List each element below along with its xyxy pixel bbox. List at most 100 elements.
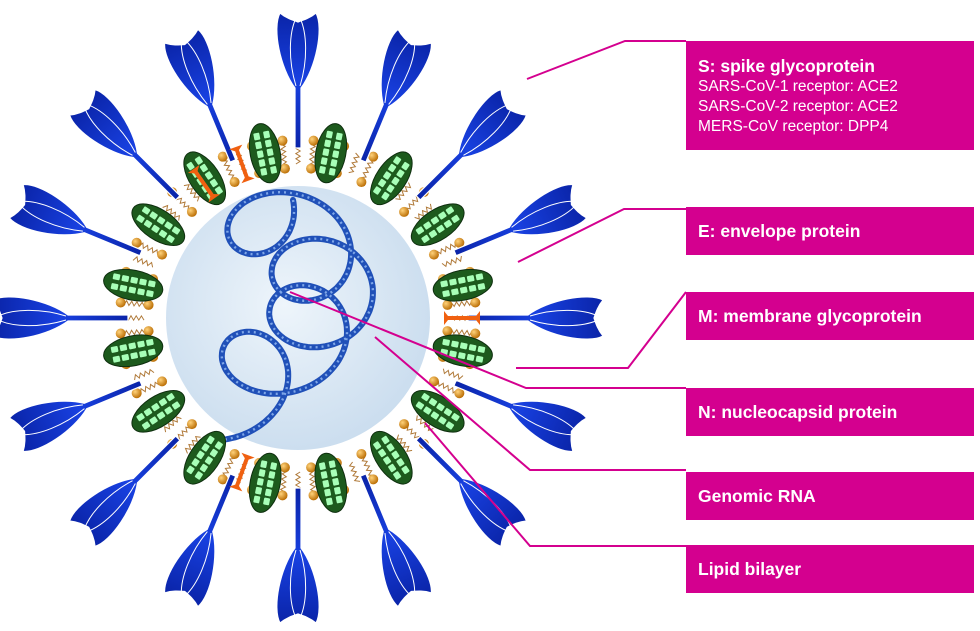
membrane-protein-dot [381, 435, 390, 445]
spike-edge [19, 404, 83, 432]
membrane-glycoprotein [314, 123, 348, 184]
spike-edge [299, 17, 307, 87]
membrane-protein-dot [260, 167, 268, 176]
membrane-glycoprotein [248, 452, 282, 513]
membrane-protein-dot [440, 280, 449, 288]
membrane-protein-dot [121, 354, 130, 361]
spike-edge [388, 531, 416, 595]
membrane-protein-dot [264, 139, 272, 148]
membrane-protein-dot [141, 206, 151, 215]
membrane-protein-dot [143, 219, 153, 228]
lipid-head [186, 206, 197, 217]
membrane-protein-dot [449, 278, 457, 286]
membrane-protein-dot [388, 163, 397, 173]
membrane-glycoprotein [432, 268, 493, 302]
spike-edge [384, 533, 412, 597]
lipid-head [442, 326, 453, 337]
membrane-protein-dot [263, 130, 271, 139]
membrane-protein-dot [191, 458, 200, 467]
membrane-protein-dot [136, 214, 145, 223]
label-membrane-glycoprotein: M: membrane glycoprotein [686, 292, 974, 340]
membrane-protein-dot [451, 214, 460, 223]
membrane-protein-dot [451, 288, 459, 296]
spike-edge [529, 309, 599, 317]
membrane-protein-dot [451, 340, 459, 348]
lipid-head [454, 237, 465, 248]
spike-edge [289, 549, 297, 619]
membrane-protein-dot [438, 416, 447, 425]
membrane-protein-dot [415, 226, 425, 235]
lipid-head [217, 474, 228, 485]
spike-edge [21, 408, 85, 436]
membrane-protein-body [131, 203, 186, 247]
envelope-protein [444, 311, 480, 325]
lipid-head [277, 135, 288, 146]
surface-proteins [0, 12, 604, 624]
label-genomic-rna: Genomic RNA [686, 472, 974, 520]
spike-edge [463, 107, 513, 156]
lipid-tail [441, 255, 462, 268]
membrane-protein-dot [396, 458, 405, 467]
spike-glycoprotein [0, 296, 129, 340]
spike-glycoprotein [359, 28, 432, 163]
lipid-head [368, 151, 379, 162]
lipid-head [143, 299, 154, 310]
membrane-protein-dot [328, 460, 336, 469]
lipid-tail [451, 328, 473, 337]
label-receptor-line: SARS-CoV-2 receptor: ACE2 [698, 97, 898, 115]
spike-edge [87, 103, 136, 153]
spike-edge [19, 204, 83, 232]
membrane-protein-dot [137, 288, 145, 296]
membrane-protein-dot [151, 224, 160, 233]
membrane-protein-dot [445, 421, 455, 430]
membrane-protein-dot [270, 462, 278, 470]
spike-glycoprotein [359, 473, 432, 608]
membrane-protein-dot [256, 150, 264, 159]
lipid-head [454, 388, 465, 399]
lipid-head [428, 376, 439, 387]
membrane-protein-dot [137, 340, 145, 348]
spike-edge [513, 404, 577, 432]
membrane-protein-dot [201, 443, 210, 452]
lipid-head [229, 448, 240, 459]
spike-edge [0, 309, 67, 317]
membrane-protein-dot [373, 441, 382, 450]
lipid-head [131, 388, 142, 399]
lipid-head [399, 419, 410, 430]
membrane-protein-dot [112, 273, 121, 281]
membrane-protein-dot [436, 403, 445, 412]
membrane-protein-dot [209, 448, 218, 458]
membrane-protein-dot [330, 469, 338, 477]
membrane-protein-dot [324, 139, 332, 148]
spike-glycoprotein [68, 435, 181, 548]
membrane-protein-dot [457, 276, 466, 284]
lipid-tail [132, 255, 154, 268]
leader-line [424, 422, 686, 547]
membrane-protein-dot [156, 216, 166, 225]
spike-glycoprotein [164, 473, 237, 608]
envelope-protein-shape [229, 452, 255, 492]
leader-line [526, 40, 686, 80]
membrane-protein-dot [130, 276, 139, 284]
membrane-glycoprotein [131, 203, 186, 247]
label-receptor-line: MERS-CoV receptor: DPP4 [698, 117, 889, 135]
spike-edge [388, 41, 416, 105]
membrane-protein-dot [206, 435, 215, 445]
spike-edge [289, 17, 297, 87]
membrane-protein-dot [373, 186, 382, 195]
membrane-protein-dot [171, 226, 181, 235]
membrane-protein-dot [322, 479, 330, 488]
lipid-head [428, 249, 439, 260]
membrane-protein-dot [260, 460, 268, 469]
membrane-protein-dot [166, 234, 175, 243]
lipid-tail [221, 160, 235, 180]
membrane-protein-dot [468, 344, 477, 352]
label-lipid-bilayer: Lipid bilayer [686, 545, 974, 593]
membrane-protein-dot [334, 141, 341, 150]
membrane-protein-dot [436, 224, 445, 233]
membrane-protein-dot [320, 471, 328, 479]
label-receptor-line: SARS-CoV-1 receptor: ACE2 [698, 77, 898, 95]
membrane-protein-dot [194, 156, 203, 165]
membrane-protein-dot [430, 411, 440, 420]
